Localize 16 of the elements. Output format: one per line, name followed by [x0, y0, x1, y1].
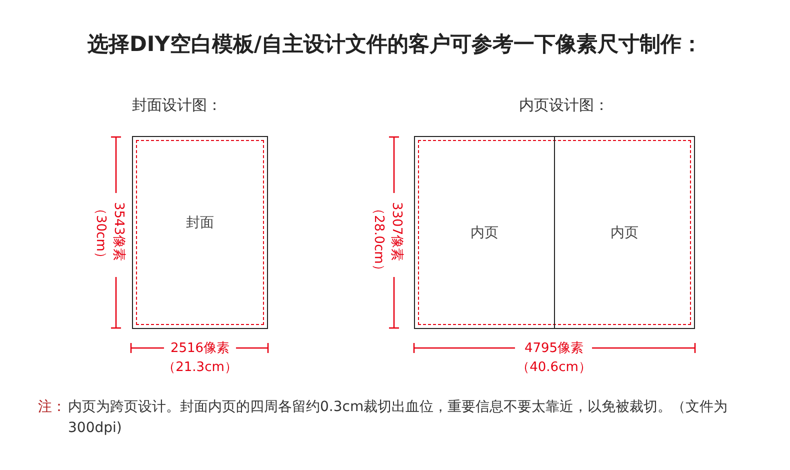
dimension-value: 3307像素: [388, 202, 405, 264]
dimension-value: 4795像素: [524, 340, 584, 357]
dimension-value: （40.6cm）: [516, 359, 592, 376]
page-title: 选择DIY空白模板/自主设计文件的客户可参考一下像素尺寸制作：: [86, 31, 704, 58]
page-label: 内页: [470, 224, 498, 242]
note-marker: 注：: [38, 398, 66, 417]
dimension-value: （21.3cm）: [162, 359, 238, 376]
section-heading: 内页设计图：: [519, 96, 609, 115]
page-label: 封面: [186, 214, 214, 232]
dimension-value: 2516像素: [170, 340, 230, 357]
dimension-value: （28.0cm）: [370, 202, 387, 277]
section-heading: 封面设计图：: [132, 96, 222, 115]
dimension-value: 3543像素: [110, 202, 127, 264]
note-text: 内页为跨页设计。封面内页的四周各留约0.3cm裁切出血位，重要信息不要太靠近，以免被裁切。（文件为300dpi): [68, 398, 729, 438]
dimension-value: （30cm）: [92, 202, 109, 264]
page-label: 内页: [610, 224, 638, 242]
